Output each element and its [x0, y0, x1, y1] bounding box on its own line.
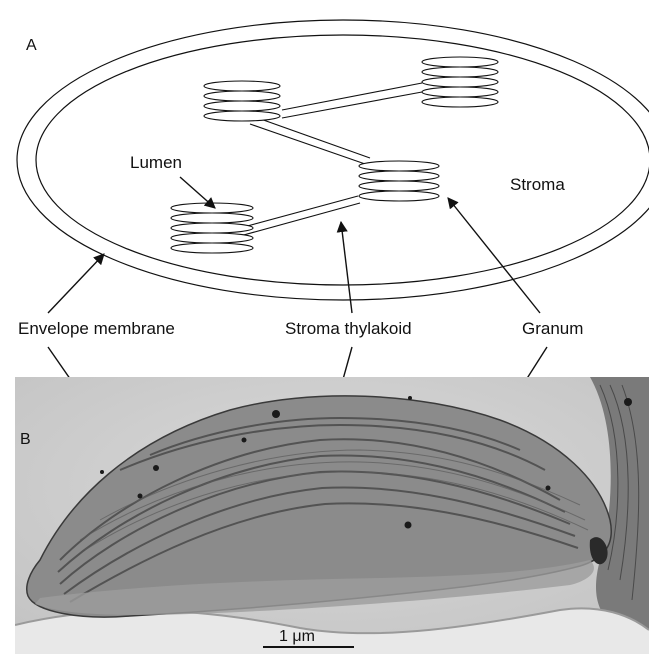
- envelope-arrow-up: [48, 254, 104, 313]
- stroma-thylakoid-label: Stroma thylakoid: [285, 319, 412, 338]
- granum-label: Granum: [522, 319, 583, 338]
- outer-envelope-membrane: [17, 20, 649, 300]
- panel-b-label: B: [20, 431, 31, 448]
- granum-center: [359, 161, 439, 201]
- scale-bar-label: 1 μm: [279, 628, 315, 645]
- granum-top-right: [422, 57, 498, 107]
- stroma-thylakoid-arrow-up: [341, 222, 352, 313]
- granum-arrow-up: [448, 198, 540, 313]
- inner-envelope-membrane: [36, 35, 649, 285]
- stroma-label: Stroma: [510, 175, 565, 194]
- panel-a-schematic: A: [17, 20, 649, 300]
- granum-top-left: [204, 81, 280, 121]
- envelope-membrane-label: Envelope membrane: [18, 319, 175, 338]
- panel-b-micrograph: 1 μm B: [15, 377, 649, 654]
- granum-lower-left: [171, 203, 253, 253]
- panel-a-label: A: [26, 37, 37, 54]
- lumen-label: Lumen: [130, 153, 182, 172]
